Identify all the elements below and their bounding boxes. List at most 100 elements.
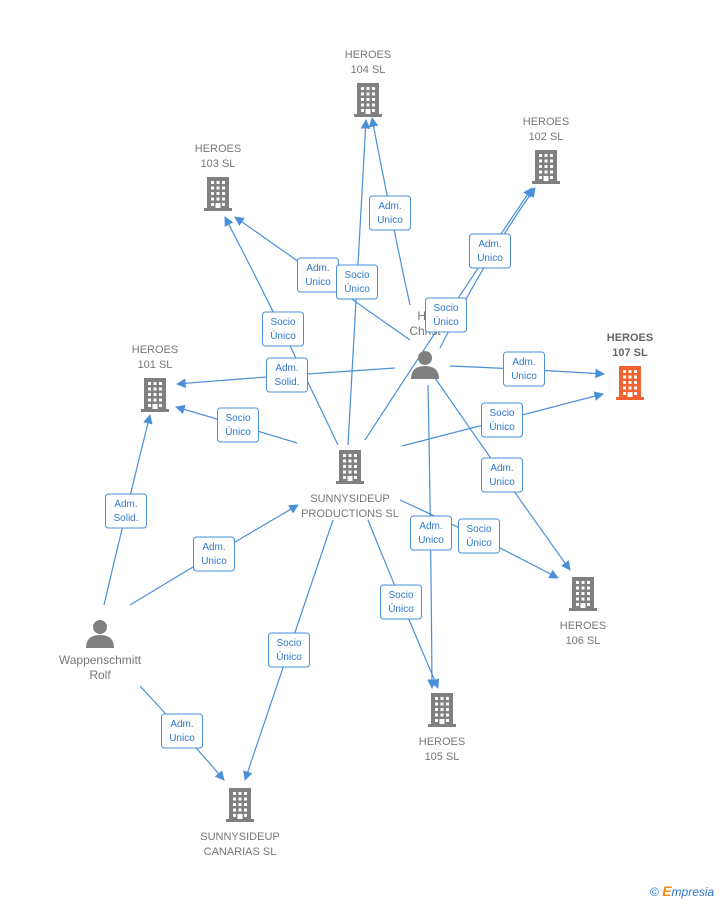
edge-label-text: Unico (305, 277, 331, 288)
edge-label-text: Adm. (202, 542, 225, 553)
edge-label-text: Adm. (419, 521, 442, 532)
edge-label-text: Socio (225, 413, 250, 424)
node-h103[interactable]: HEROES 103 SL (195, 143, 241, 211)
edge-label-text: Adm. (114, 499, 137, 510)
edge-label-text: Solid. (113, 513, 138, 524)
edge-label-text: Unico (477, 253, 503, 264)
edge-label-text: Unico (511, 371, 537, 382)
edge-label-box[interactable] (481, 457, 523, 493)
edge-label-text: Unico (201, 556, 227, 567)
edge-label-box[interactable] (469, 233, 511, 269)
node-label: HEROES (607, 332, 653, 344)
node-h107[interactable]: HEROES 107 SL (607, 332, 653, 400)
edge-label-box[interactable] (458, 518, 500, 554)
edge-label-box[interactable] (105, 493, 147, 529)
node-label: Rolf (89, 668, 111, 682)
brand-footer[interactable]: © Empresia (650, 883, 714, 899)
edge-label-box[interactable] (410, 515, 452, 551)
edge-label-text: Unico (377, 215, 403, 226)
edge-label-box[interactable] (503, 351, 545, 387)
edge-label-text: Adm. (170, 719, 193, 730)
brand-logo-initial: E (662, 883, 672, 899)
building-icon (532, 150, 560, 184)
building-icon (428, 693, 456, 727)
node-h102[interactable]: HEROES 102 SL (523, 116, 569, 184)
node-label: Wappenschmitt (59, 653, 142, 667)
node-label: CANARIAS SL (204, 846, 277, 858)
edge-label-text: Único (388, 602, 414, 615)
node-canarias[interactable]: SUNNYSIDEUP CANARIAS SL (200, 788, 280, 858)
node-h105[interactable]: HEROES 105 SL (419, 693, 465, 763)
node-h106[interactable]: HEROES 106 SL (560, 577, 606, 647)
edge-label-text: Solid. (274, 377, 299, 388)
edge-label-box[interactable] (481, 402, 523, 438)
node-label: HEROES (523, 116, 569, 128)
edge-label-text: Único (466, 536, 492, 549)
edge-label-text: Adm. (378, 201, 401, 212)
node-h101[interactable]: HEROES 101 SL (132, 344, 178, 412)
building-icon (569, 577, 597, 611)
edge-label-text: Adm. (275, 363, 298, 374)
edge-label-text: Único (433, 315, 459, 328)
edge-label-box[interactable] (262, 311, 304, 347)
node-label: 106 SL (566, 635, 601, 647)
node-label: 101 SL (138, 359, 173, 371)
node-label: SUNNYSIDEUP (200, 831, 279, 843)
edge-label-box[interactable] (369, 195, 411, 231)
edge-label-text: Unico (169, 733, 195, 744)
edge-label-text: Adm. (478, 239, 501, 250)
edge-label-text: Único (270, 329, 296, 342)
edge-label-text: Único (276, 650, 302, 663)
node-label: PRODUCTIONS SL (301, 508, 399, 520)
node-sunny[interactable]: SUNNYSIDEUP PRODUCTIONS SL (301, 450, 399, 520)
edge-label-text: Adm. (306, 263, 329, 274)
building-icon (354, 83, 382, 117)
edge-label-text: Unico (418, 535, 444, 546)
edge-label-box[interactable] (425, 297, 467, 333)
edge-label-box[interactable] (268, 632, 310, 668)
node-label: 102 SL (529, 131, 564, 143)
node-label: 103 SL (201, 158, 236, 170)
edge-label-text: Único (225, 425, 251, 438)
edge-label-box[interactable] (161, 713, 203, 749)
node-label: HEROES (345, 49, 391, 61)
building-icon (336, 450, 364, 484)
building-icon (204, 177, 232, 211)
focus-building-icon (616, 366, 644, 400)
copyright-icon: © (650, 885, 659, 899)
edge-label-box[interactable] (193, 536, 235, 572)
edge-label-text: Socio (489, 408, 514, 419)
edge-label-box[interactable] (380, 584, 422, 620)
node-label: HEROES (132, 344, 178, 356)
edge-label-box[interactable] (266, 357, 308, 393)
edge-label-text: Socio (466, 524, 491, 535)
node-label: 107 SL (612, 347, 648, 359)
edge-label-text: Único (344, 282, 370, 295)
edge-label-text: Socio (276, 638, 301, 649)
edge-label-text: Socio (433, 303, 458, 314)
node-label: 105 SL (425, 751, 460, 763)
edge-label-text: Socio (270, 317, 295, 328)
node-label: SUNNYSIDEUP (310, 493, 389, 505)
building-icon (226, 788, 254, 822)
building-icon (141, 378, 169, 412)
brand-logo-text: mpresia (671, 885, 715, 899)
edge-labels-layer: Adm.UnicoAdm.UnicoSocioÚnicoSocioÚnicoAd… (105, 195, 545, 749)
person-icon (86, 620, 114, 648)
node-label: HEROES (195, 143, 241, 155)
node-label: 104 SL (351, 64, 386, 76)
edge-label-text: Adm. (490, 463, 513, 474)
edge-label-box[interactable] (217, 407, 259, 443)
edge-label-text: Socio (388, 590, 413, 601)
node-h104[interactable]: HEROES 104 SL (345, 49, 391, 117)
node-label: HEROES (560, 620, 606, 632)
edges-layer (103, 117, 605, 781)
person-icon (411, 351, 439, 379)
node-label: HEROES (419, 736, 465, 748)
edge-label-text: Adm. (512, 357, 535, 368)
edge-label-box[interactable] (336, 264, 378, 300)
edge-label-text: Socio (344, 270, 369, 281)
edge-label-text: Único (489, 420, 515, 433)
